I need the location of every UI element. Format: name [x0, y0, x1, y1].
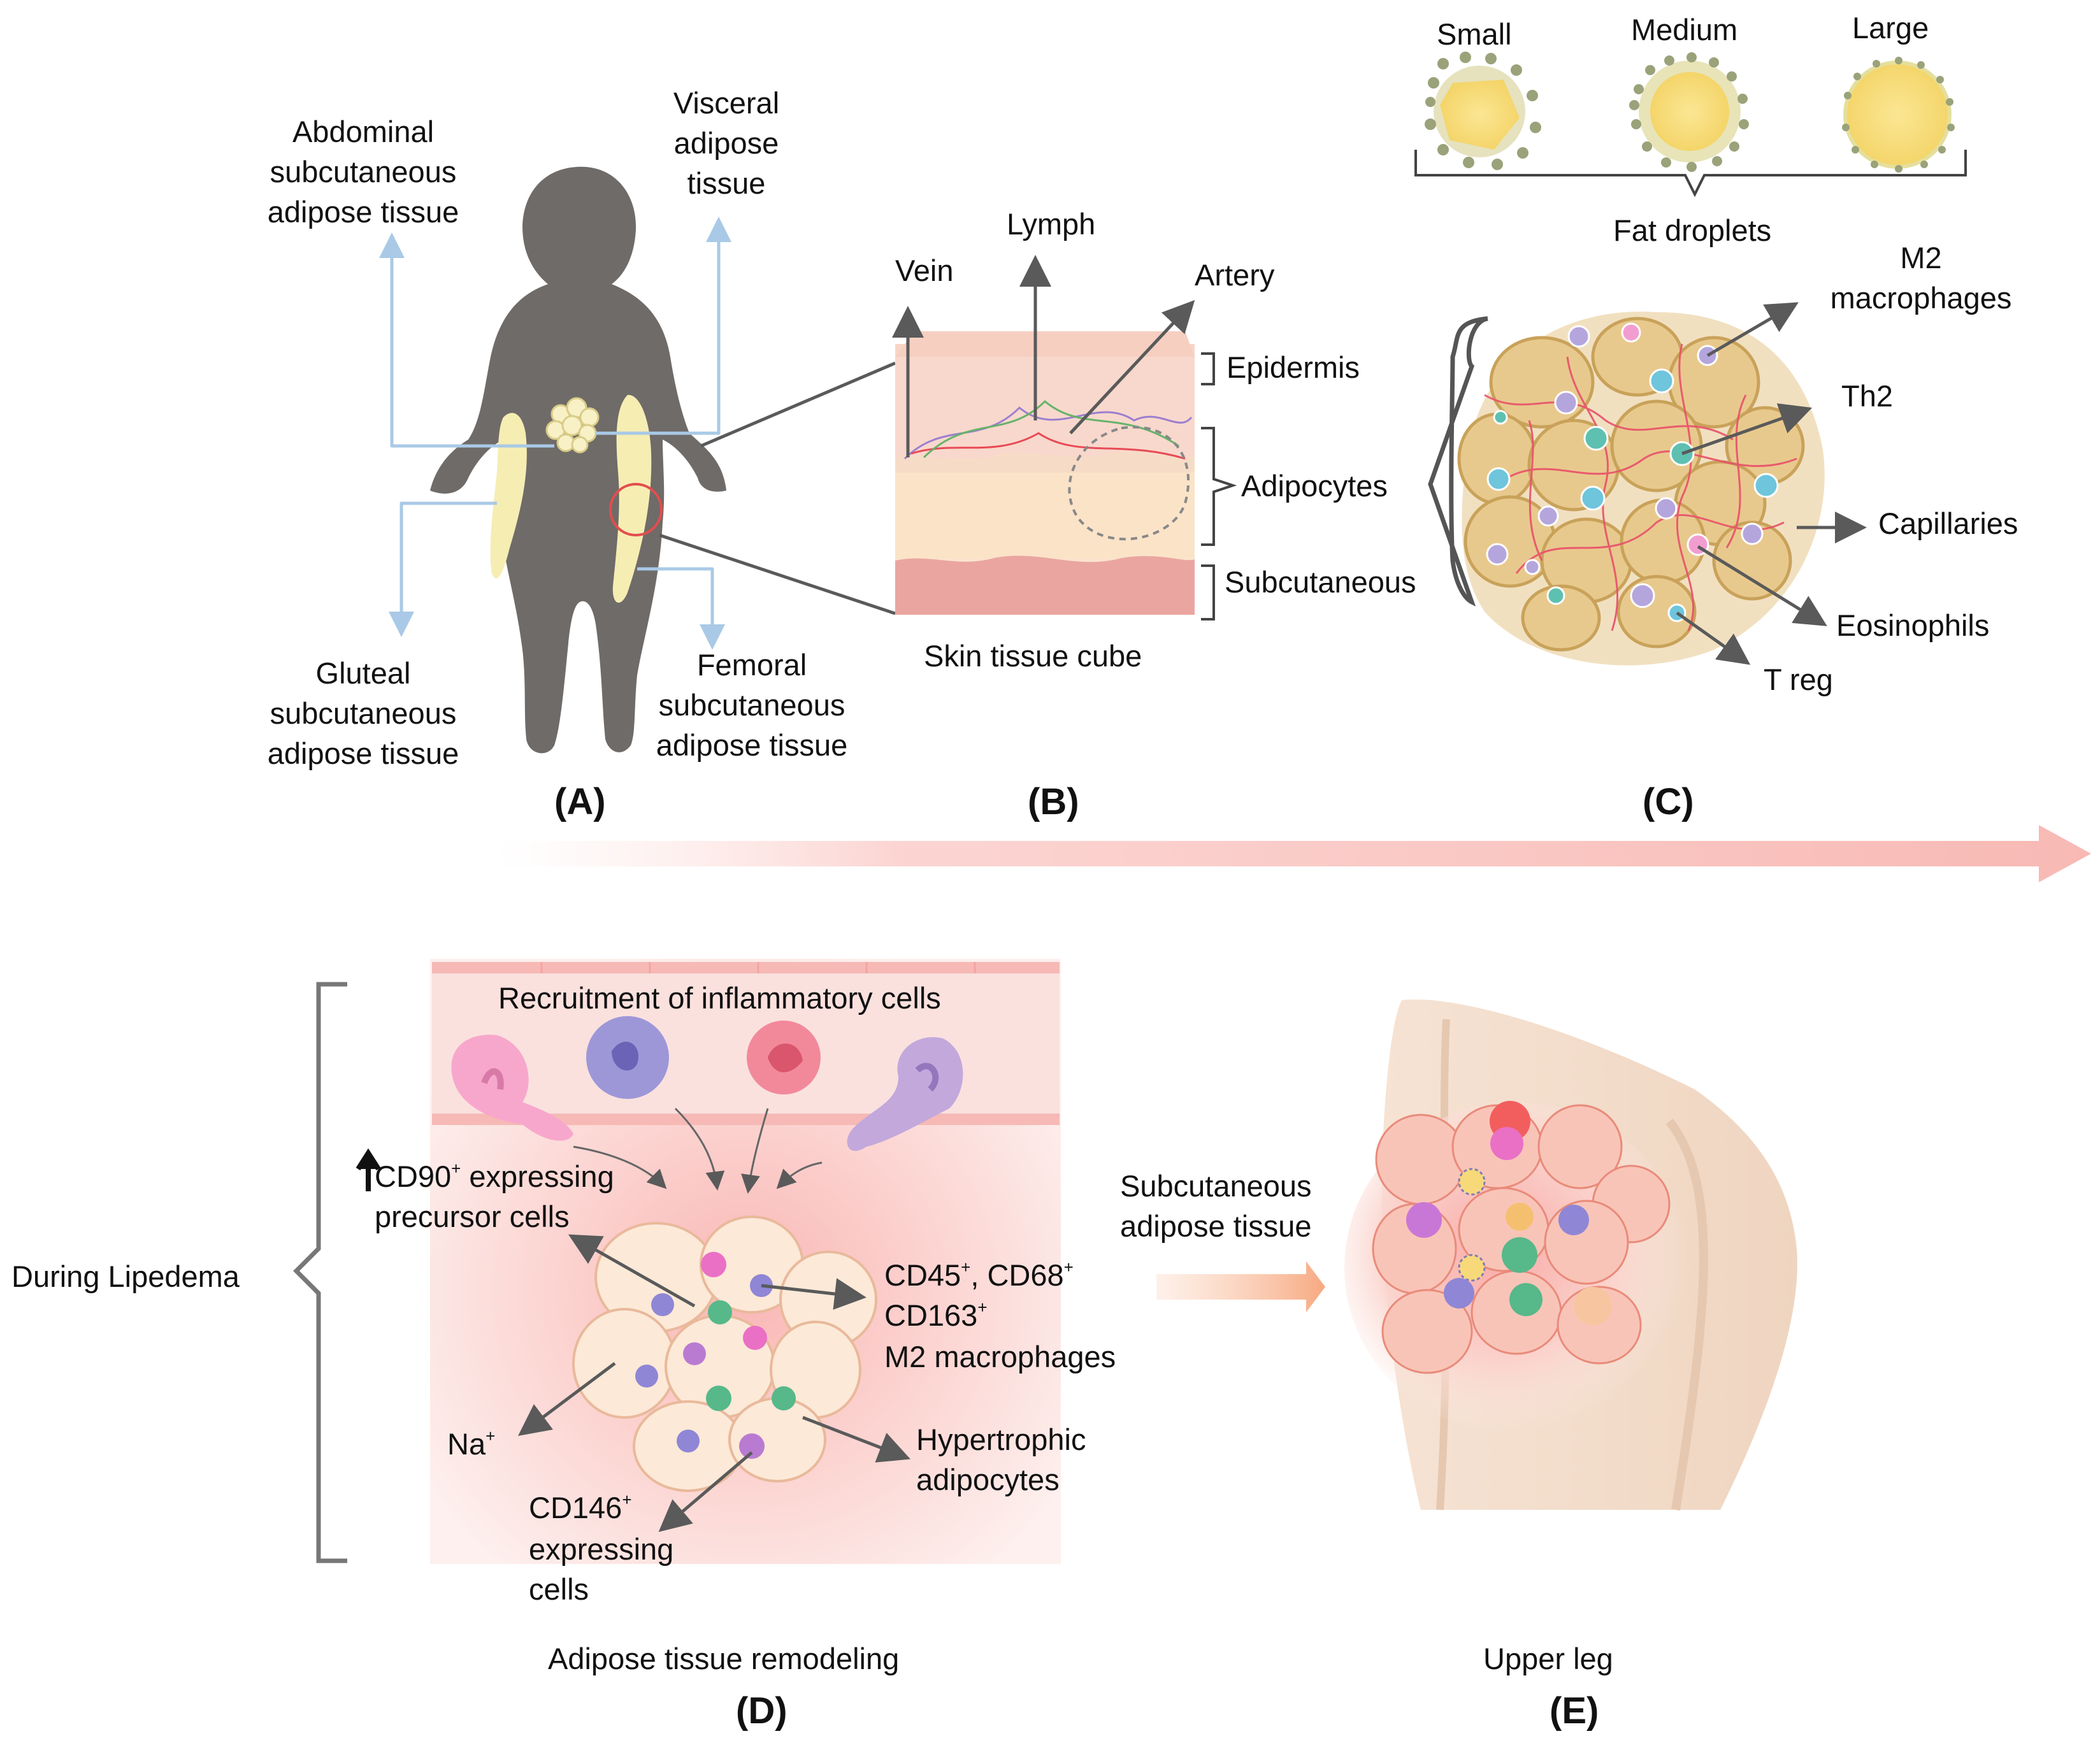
upper-leg-panel	[1156, 999, 1797, 1511]
label-cd90-main: CD90	[375, 1159, 452, 1193]
label-cd163-main: CD163	[884, 1298, 978, 1332]
label-cd146-sup: +	[622, 1490, 632, 1509]
body-silhouette	[430, 166, 726, 754]
label-sat: Subcutaneous adipose tissue	[1120, 1166, 1312, 1246]
label-na-main: Na	[447, 1427, 486, 1461]
label-hypertrophic-line2: adipocytes	[916, 1463, 1060, 1496]
label-hypertrophic: Hypertrophic adipocytes	[916, 1419, 1086, 1500]
label-cd90-rest: expressing	[461, 1159, 614, 1193]
label-capillaries: Capillaries	[1878, 506, 2018, 540]
label-medium: Medium	[1631, 13, 1738, 47]
label-sat-line2: adipose tissue	[1120, 1209, 1312, 1243]
caption-skin-cube: Skin tissue cube	[924, 639, 1142, 673]
fat-droplets	[1414, 52, 1967, 197]
skin-tissue-cube	[659, 255, 1237, 620]
label-lymph: Lymph	[1007, 207, 1096, 241]
label-m2-line1: M2	[1900, 241, 1942, 275]
label-hypertrophic-line1: Hypertrophic	[916, 1423, 1086, 1456]
label-gluteal-line2: subcutaneous	[270, 696, 457, 730]
label-cd146: CD146+	[529, 1488, 632, 1528]
label-femoral-line1: Femoral	[696, 648, 807, 682]
label-cd68-main: , CD68	[970, 1258, 1064, 1292]
label-cd90-sup: +	[451, 1159, 461, 1178]
label-cd90: CD90+ expressing	[375, 1156, 614, 1196]
label-artery: Artery	[1195, 258, 1275, 292]
label-cd45-main: CD45	[884, 1258, 961, 1292]
label-large: Large	[1852, 11, 1929, 45]
label-m2-line2: macrophages	[1830, 281, 2012, 315]
adipose-tissue-cluster	[1428, 302, 1867, 666]
label-eosinophils: Eosinophils	[1836, 608, 1990, 642]
label-vein: Vein	[895, 254, 954, 287]
label-cd163: CD163+	[884, 1295, 988, 1335]
adipose-remodeling-panel	[293, 959, 1061, 1564]
caption-adipose-remodeling: Adipose tissue remodeling	[548, 1642, 900, 1675]
panel-label-e: (E)	[1550, 1690, 1599, 1732]
label-fat-droplets: Fat droplets	[1613, 213, 1772, 247]
label-abdominal-line3: adipose tissue	[267, 195, 459, 229]
label-gluteal-line1: Gluteal	[315, 656, 411, 690]
label-visceral-line1: Visceral	[673, 86, 780, 120]
label-adipocytes: Adipocytes	[1241, 469, 1388, 503]
label-cd90-line2: precursor cells	[375, 1200, 570, 1233]
label-visceral-line3: tissue	[687, 166, 766, 200]
label-abdominal: Abdominal subcutaneous adipose tissue	[236, 111, 491, 232]
fat-droplet-large	[1843, 61, 1952, 169]
label-gluteal: Gluteal subcutaneous adipose tissue	[236, 653, 491, 773]
label-epidermis: Epidermis	[1226, 350, 1360, 384]
label-treg: T reg	[1764, 663, 1833, 696]
label-cd163-sup: +	[977, 1298, 988, 1317]
label-femoral: Femoral subcutaneous adipose tissue	[624, 645, 879, 765]
transition-arrow	[497, 825, 2091, 882]
label-small: Small	[1437, 17, 1512, 51]
caption-upper-leg: Upper leg	[1483, 1642, 1613, 1675]
label-na-sup: +	[485, 1426, 496, 1445]
label-d-m2-macrophages: M2 macrophages	[884, 1340, 1116, 1374]
label-na: Na+	[447, 1424, 495, 1464]
panel-label-c: (C)	[1643, 781, 1694, 822]
label-femoral-line2: subcutaneous	[658, 688, 845, 722]
label-sat-line1: Subcutaneous	[1120, 1169, 1312, 1203]
label-cd146-line3: cells	[529, 1572, 589, 1606]
label-th2: Th2	[1841, 379, 1893, 413]
label-cd68-sup: +	[1063, 1258, 1074, 1277]
label-abdominal-line1: Abdominal	[292, 115, 435, 148]
fat-droplet-small	[1434, 66, 1525, 157]
label-cd45-sup: +	[961, 1258, 971, 1277]
fat-droplet-medium	[1639, 61, 1741, 162]
label-abdominal-line2: subcutaneous	[270, 155, 457, 189]
label-m2-macrophages: M2 macrophages	[1794, 238, 2048, 318]
panel-a-arrows	[379, 217, 731, 650]
panel-label-b: (B)	[1028, 781, 1079, 822]
label-gluteal-line3: adipose tissue	[267, 736, 459, 770]
panel-label-a: (A)	[554, 781, 606, 822]
label-recruitment: Recruitment of inflammatory cells	[498, 981, 941, 1015]
label-femoral-line3: adipose tissue	[656, 728, 848, 762]
panel-label-d: (D)	[736, 1690, 788, 1732]
label-cd146-main: CD146	[529, 1491, 622, 1524]
label-during-lipedema: During Lipedema	[11, 1259, 240, 1293]
label-cd45-cd68: CD45+, CD68+	[884, 1255, 1074, 1295]
label-cd146-line2: expressing	[529, 1532, 674, 1566]
label-visceral-line2: adipose	[673, 126, 779, 160]
label-subcutaneous: Subcutaneous	[1225, 565, 1416, 599]
label-visceral: Visceral adipose tissue	[631, 83, 822, 203]
